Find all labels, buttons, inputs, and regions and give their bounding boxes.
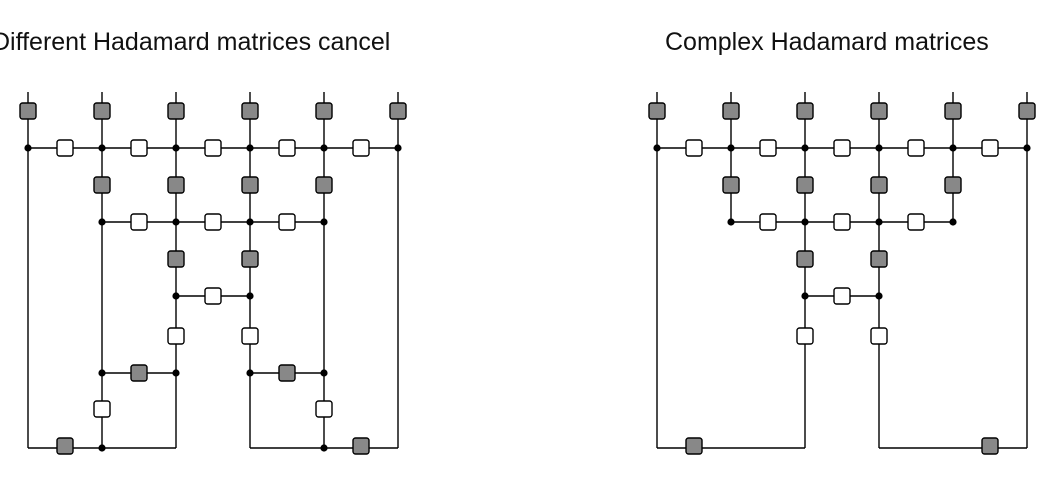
empty-tensor-box (278, 139, 296, 157)
empty-tensor-box (833, 213, 851, 231)
empty-tensor-box (796, 327, 814, 345)
empty-tensor-box (130, 139, 148, 157)
filled-tensor-box (648, 102, 666, 120)
junction-dot (727, 144, 735, 152)
empty-tensor-box (870, 327, 888, 345)
filled-tensor-box (167, 250, 185, 268)
junction-dot (172, 218, 180, 226)
junction-dot (1023, 144, 1031, 152)
filled-tensor-box (870, 250, 888, 268)
filled-tensor-box (796, 250, 814, 268)
empty-tensor-box (204, 139, 222, 157)
empty-tensor-box (833, 139, 851, 157)
junction-dot (801, 292, 809, 300)
filled-tensor-box (870, 102, 888, 120)
filled-tensor-box (167, 102, 185, 120)
empty-tensor-box (759, 213, 777, 231)
empty-tensor-box (167, 327, 185, 345)
empty-tensor-box (93, 400, 111, 418)
junction-dot (98, 444, 106, 452)
empty-tensor-box (907, 139, 925, 157)
junction-dot (246, 369, 254, 377)
junction-dot (98, 369, 106, 377)
junction-dot (246, 292, 254, 300)
empty-tensor-box (907, 213, 925, 231)
junction-dot (172, 144, 180, 152)
filled-tensor-box (19, 102, 37, 120)
empty-tensor-box (130, 213, 148, 231)
empty-tensor-box (352, 139, 370, 157)
empty-tensor-box (759, 139, 777, 157)
junction-dot (727, 218, 735, 226)
empty-tensor-box (833, 287, 851, 305)
filled-tensor-box (685, 437, 703, 455)
empty-tensor-box (56, 139, 74, 157)
filled-tensor-box (93, 176, 111, 194)
filled-tensor-box (796, 176, 814, 194)
junction-dot (949, 218, 957, 226)
junction-dot (320, 369, 328, 377)
filled-tensor-box (241, 176, 259, 194)
filled-tensor-box (93, 102, 111, 120)
junction-dot (98, 144, 106, 152)
junction-dot (949, 144, 957, 152)
empty-tensor-box (241, 327, 259, 345)
junction-dot (246, 144, 254, 152)
junction-dot (172, 292, 180, 300)
empty-tensor-box (204, 213, 222, 231)
filled-tensor-box (722, 176, 740, 194)
panel-title-right: Complex Hadamard matrices (665, 28, 989, 56)
junction-dot (24, 144, 32, 152)
filled-tensor-box (352, 437, 370, 455)
filled-tensor-box (722, 102, 740, 120)
filled-tensor-box (870, 176, 888, 194)
filled-tensor-box (981, 437, 999, 455)
junction-dot (875, 292, 883, 300)
filled-tensor-box (389, 102, 407, 120)
filled-tensor-box (1018, 102, 1036, 120)
junction-dot (653, 144, 661, 152)
empty-tensor-box (981, 139, 999, 157)
junction-dot (875, 218, 883, 226)
empty-tensor-box (315, 400, 333, 418)
filled-tensor-box (241, 102, 259, 120)
filled-tensor-box (241, 250, 259, 268)
filled-tensor-box (944, 102, 962, 120)
junction-dot (320, 218, 328, 226)
empty-tensor-box (204, 287, 222, 305)
junction-dot (320, 444, 328, 452)
junction-dot (320, 144, 328, 152)
filled-tensor-box (315, 176, 333, 194)
empty-tensor-box (685, 139, 703, 157)
empty-tensor-box (278, 213, 296, 231)
filled-tensor-box (796, 102, 814, 120)
junction-dot (172, 369, 180, 377)
filled-tensor-box (130, 364, 148, 382)
junction-dot (875, 144, 883, 152)
junction-dot (246, 218, 254, 226)
filled-tensor-box (278, 364, 296, 382)
junction-dot (801, 218, 809, 226)
filled-tensor-box (167, 176, 185, 194)
filled-tensor-box (315, 102, 333, 120)
junction-dot (394, 144, 402, 152)
junction-dot (98, 218, 106, 226)
panel-title-left: Different Hadamard matrices cancel (0, 28, 391, 56)
junction-dot (801, 144, 809, 152)
filled-tensor-box (944, 176, 962, 194)
filled-tensor-box (56, 437, 74, 455)
